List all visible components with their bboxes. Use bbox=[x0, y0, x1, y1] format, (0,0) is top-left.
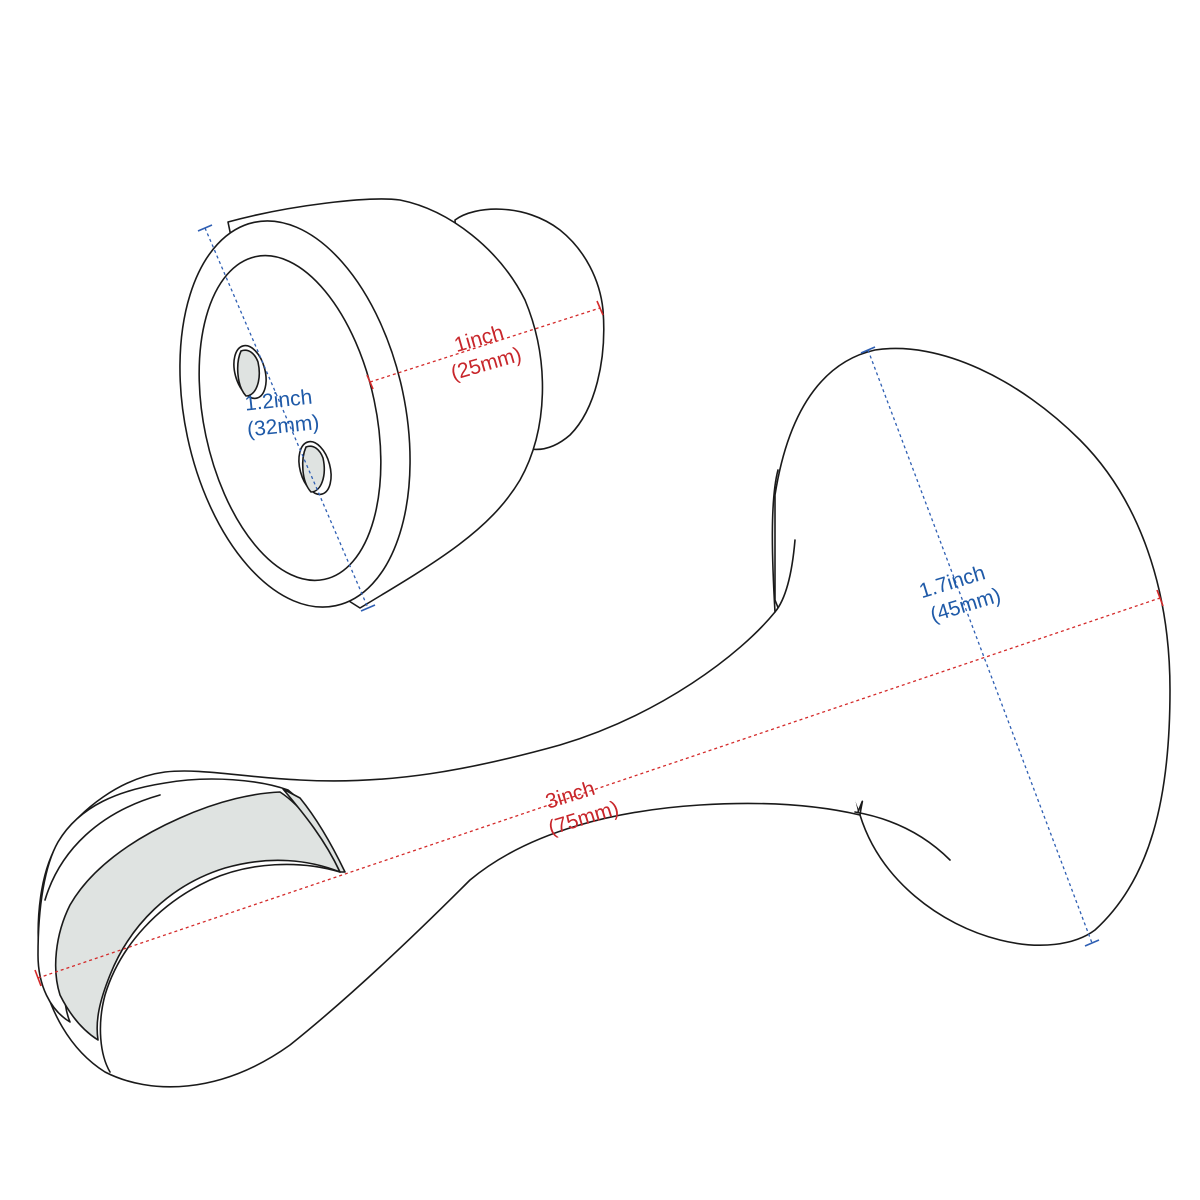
head-diameter-line bbox=[867, 349, 1093, 944]
base-mount bbox=[179, 198, 605, 609]
arm-mounting-head bbox=[774, 347, 1171, 946]
screw-hole-top bbox=[233, 344, 267, 400]
arm-head-underside bbox=[854, 811, 951, 861]
dimension-arm-length bbox=[34, 589, 1164, 987]
bumper-bevel bbox=[282, 788, 346, 873]
dimension-base-depth bbox=[366, 300, 604, 390]
base-diameter-line bbox=[204, 227, 369, 609]
dimension-base-diameter bbox=[197, 224, 376, 612]
screw-hole-bottom bbox=[298, 440, 332, 496]
base-depth-line bbox=[369, 307, 601, 383]
bumper-inner-face bbox=[99, 863, 341, 1073]
base-front-ring bbox=[198, 254, 382, 582]
arm-neck-curve bbox=[771, 469, 779, 613]
bumper-rubber-band bbox=[54, 791, 341, 1041]
base-front-face bbox=[179, 220, 411, 608]
bumper-edge-line bbox=[44, 794, 161, 901]
dimension-head-diameter bbox=[860, 346, 1100, 947]
door-stop-arm bbox=[37, 347, 1171, 1088]
